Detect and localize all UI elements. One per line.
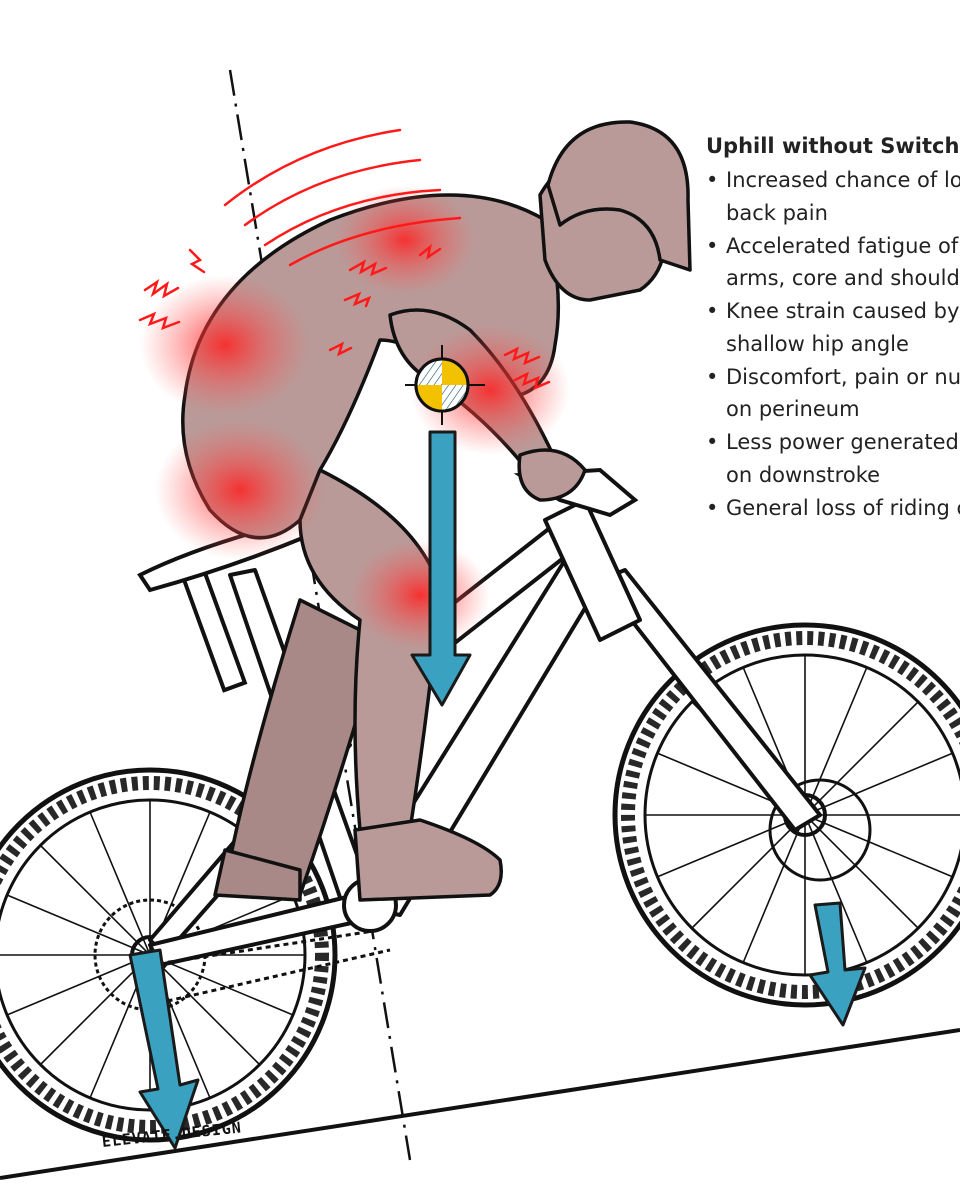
bullet-dot: •: [706, 495, 719, 520]
strain-lines: [138, 128, 551, 391]
bullet-dot: •: [706, 299, 719, 323]
bike-chain: [149, 928, 381, 967]
ground-slope-line: [0, 1028, 960, 1180]
list-item: •General loss of riding c: [706, 492, 960, 525]
bullet-dot: •: [706, 430, 719, 454]
panel-title: Uphill without SwitchC: [706, 134, 960, 158]
bullet-dot: •: [706, 364, 719, 389]
rear-contact-arrow: [128, 948, 200, 1150]
force-arrows: [128, 430, 867, 1150]
front-contact-arrow: [808, 901, 867, 1027]
issues-panel: Uphill without SwitchC •Increased chance…: [706, 130, 960, 525]
center-force-arrow: [410, 430, 472, 707]
bullet-dot: •: [706, 233, 719, 258]
bullet-dot: •: [706, 168, 719, 192]
center-of-gravity-icon: [405, 345, 485, 425]
